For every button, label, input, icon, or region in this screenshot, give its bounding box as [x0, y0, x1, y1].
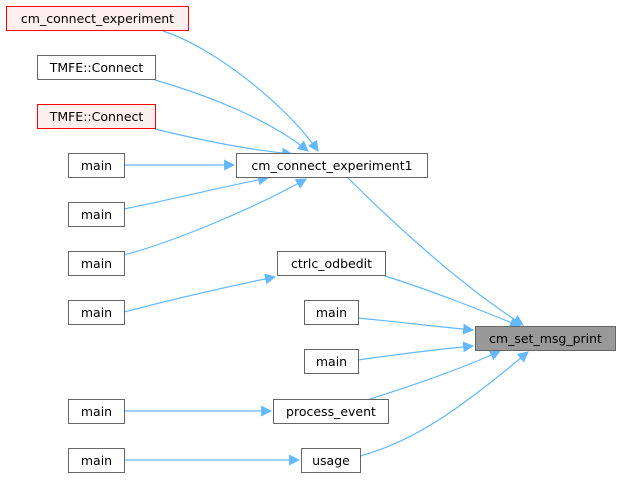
nodes-layer: cm_connect_experimentTMFE::ConnectTMFE::…: [6, 6, 616, 473]
node-ctrlc-odbedit[interactable]: ctrlc_odbedit: [277, 251, 386, 276]
call-edge: [162, 30, 319, 152]
node-box: [68, 448, 125, 473]
node-label: main: [81, 305, 112, 320]
node-main[interactable]: main: [68, 448, 125, 473]
node-main[interactable]: main: [68, 202, 125, 227]
call-edge: [359, 351, 529, 457]
node-main[interactable]: main: [68, 251, 125, 276]
node-box: [273, 399, 389, 424]
node-label: cm_connect_experiment1: [251, 158, 412, 173]
call-edge: [123, 178, 307, 256]
edges-layer: [123, 30, 529, 466]
node-label: ctrlc_odbedit: [291, 256, 372, 271]
node-box: [68, 399, 125, 424]
node-usage[interactable]: usage: [301, 448, 361, 473]
node-box: [277, 251, 386, 276]
node-label: process_event: [286, 404, 376, 419]
call-edge: [369, 350, 501, 400]
call-edge: [123, 174, 270, 210]
node-label: cm_set_msg_print: [489, 331, 602, 346]
node-main[interactable]: main: [304, 300, 359, 325]
node-cm-connect-experiment[interactable]: cm_connect_experiment: [6, 6, 189, 31]
node-main[interactable]: main: [68, 300, 125, 325]
node-box: [68, 153, 125, 178]
call-edge: [357, 317, 475, 335]
call-edge: [123, 273, 277, 313]
node-label: main: [316, 354, 347, 369]
call-edge: [357, 341, 475, 361]
node-label: cm_connect_experiment: [21, 11, 174, 26]
node-label: TMFE::Connect: [49, 60, 144, 75]
node-label: main: [81, 207, 112, 222]
call-edge: [154, 79, 309, 152]
node-box: [68, 202, 125, 227]
node-label: TMFE::Connect: [49, 109, 144, 124]
node-box: [68, 300, 125, 325]
node-box: [37, 104, 156, 129]
node-tmfe-connect[interactable]: TMFE::Connect: [37, 55, 156, 80]
node-box: [68, 251, 125, 276]
node-label: main: [81, 158, 112, 173]
node-main[interactable]: main: [68, 153, 125, 178]
node-label: usage: [312, 453, 350, 468]
node-box: [6, 6, 189, 31]
call-edge: [154, 128, 294, 159]
node-box: [304, 349, 359, 374]
node-label: main: [81, 256, 112, 271]
node-process-event[interactable]: process_event: [273, 399, 389, 424]
node-box: [301, 448, 361, 473]
node-label: main: [316, 305, 347, 320]
call-edge: [347, 177, 524, 326]
node-tmfe-connect[interactable]: TMFE::Connect: [37, 104, 156, 129]
node-label: main: [81, 453, 112, 468]
node-cm-set-msg-print[interactable]: cm_set_msg_print: [475, 326, 616, 351]
node-cm-connect-experiment1[interactable]: cm_connect_experiment1: [236, 153, 428, 178]
node-label: main: [81, 404, 112, 419]
node-box: [236, 153, 428, 178]
node-main[interactable]: main: [68, 399, 125, 424]
node-box: [475, 326, 616, 351]
node-box: [37, 55, 156, 80]
node-main[interactable]: main: [304, 349, 359, 374]
node-box: [304, 300, 359, 325]
call-edge: [384, 275, 522, 328]
